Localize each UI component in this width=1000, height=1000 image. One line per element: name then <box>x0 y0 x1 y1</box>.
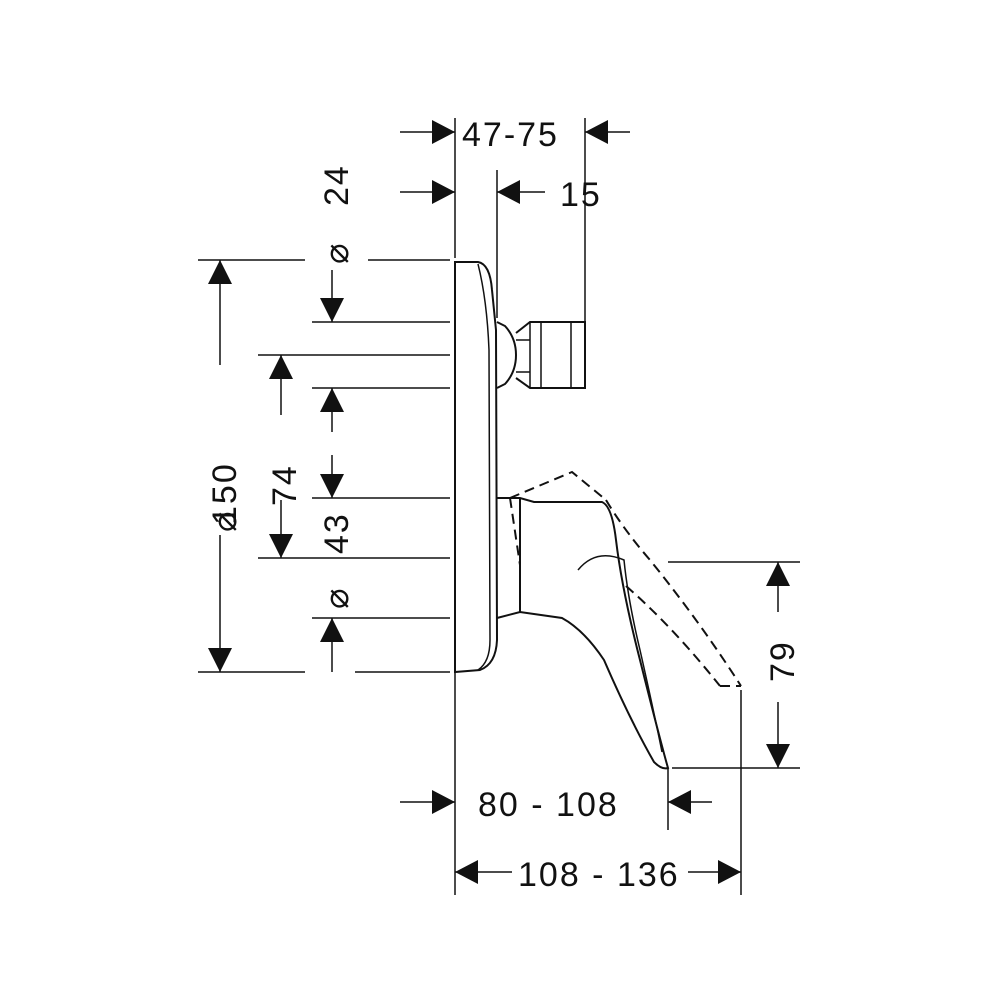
diverter-knob <box>496 321 586 389</box>
mixer-body <box>454 261 499 674</box>
dim-plate-diameter: 150 ⌀ <box>205 260 245 672</box>
svg-text:150: 150 <box>206 462 244 525</box>
lever-handle <box>496 497 670 770</box>
svg-text:74: 74 <box>266 464 304 506</box>
dim-depth-range: 47-75 <box>400 116 630 154</box>
dim-lever-reach: 80 - 108 <box>400 786 712 824</box>
dim-spout-diameter: 43 ⌀ <box>317 455 357 672</box>
dim-spout-height: 79 <box>764 562 802 768</box>
svg-text:15: 15 <box>560 176 602 214</box>
svg-text:⌀: ⌀ <box>317 589 357 609</box>
lever-handle-alternate <box>509 470 742 687</box>
svg-text:⌀: ⌀ <box>205 512 245 532</box>
dim-total-reach: 108 - 136 <box>455 856 741 894</box>
svg-text:108 - 136: 108 - 136 <box>518 856 680 894</box>
svg-text:43: 43 <box>318 512 356 554</box>
dim-stem-length: 15 <box>400 176 602 214</box>
svg-text:80 - 108: 80 - 108 <box>478 786 619 824</box>
svg-text:⌀: ⌀ <box>317 244 357 264</box>
svg-text:47-75: 47-75 <box>462 116 559 154</box>
svg-text:79: 79 <box>764 640 802 682</box>
dim-spindle-diameter: 24 ⌀ <box>317 164 357 432</box>
svg-text:24: 24 <box>318 164 356 206</box>
extension-lines <box>198 118 800 895</box>
dim-center-distance: 74 <box>266 355 304 558</box>
